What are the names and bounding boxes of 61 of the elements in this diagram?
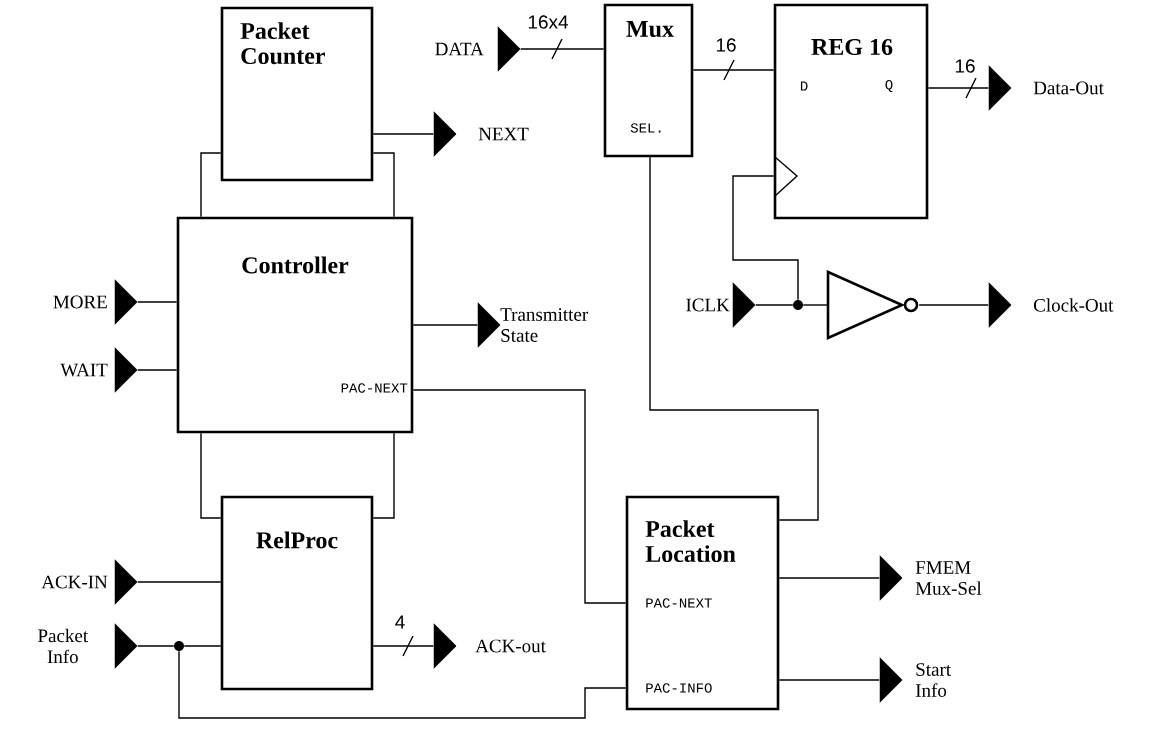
wire (137, 645, 175, 647)
wire (918, 304, 990, 306)
node-label: Start Info (915, 663, 951, 697)
wire (778, 679, 880, 681)
port-terminal: Transmitter State (477, 302, 589, 348)
port-terminal: NEXT (433, 111, 529, 157)
wire (372, 645, 434, 647)
wire (778, 577, 880, 579)
bus-width-label: 16x4 (528, 15, 569, 60)
block-box: Controller PAC-NEXT (176, 216, 414, 434)
node-label: ACK-IN (41, 575, 108, 589)
wire (372, 152, 395, 218)
wire (927, 87, 990, 89)
wire (692, 69, 775, 71)
wire (802, 304, 829, 306)
port-terminal: FMEM Mux-Sel (879, 555, 982, 601)
port-terminal: ACK-out (433, 623, 546, 669)
node-label: Clock-Out (1034, 298, 1114, 312)
node-label: Transmitter State (500, 308, 589, 342)
wire (412, 324, 478, 326)
wire (200, 432, 222, 519)
bus-width-label: 4 (395, 615, 414, 657)
wire (372, 432, 395, 519)
wire (520, 48, 605, 50)
node-label: Data-Out (1033, 81, 1104, 95)
wire (372, 133, 434, 135)
wire (649, 156, 819, 521)
wire (183, 645, 222, 647)
node-label: ICLK (686, 298, 730, 312)
wire (137, 581, 222, 583)
wire (200, 152, 222, 218)
port-terminal: WAIT (60, 347, 138, 393)
wire (178, 650, 627, 719)
block-box: RelProc (220, 495, 374, 691)
node-label: NEXT (478, 127, 529, 141)
port-terminal: ICLK (686, 282, 756, 328)
wire (412, 389, 627, 604)
wire (732, 175, 799, 301)
block-box: Mux SEL. (603, 3, 694, 158)
bus-width-label: 16 (955, 59, 977, 99)
port-terminal: DATA (435, 26, 521, 72)
block-box: REG 16 D Q (773, 3, 929, 220)
port-terminal: Clock-Out (988, 282, 1114, 328)
node-label: Packet Info (38, 628, 89, 664)
port-terminal: ACK-IN (41, 559, 138, 605)
wire (137, 369, 178, 371)
port-terminal: Start Info (879, 657, 951, 703)
node-label: DATA (435, 42, 484, 56)
block-box: Packet Counter (220, 6, 374, 182)
node-label: WAIT (60, 363, 108, 377)
node-label: MORE (53, 295, 107, 309)
wire (137, 301, 178, 303)
block-box: Packet Location PAC-NEXT PAC-INFO (625, 495, 780, 711)
port-terminal: Data-Out (988, 65, 1104, 111)
port-terminal: MORE (53, 279, 138, 325)
wire (755, 304, 794, 306)
bus-width-label: 16 (716, 38, 736, 81)
inverter-symbol (826, 270, 919, 340)
node-label: ACK-out (475, 639, 546, 653)
node-label: FMEM Mux-Sel (915, 561, 982, 595)
port-terminal: Packet Info (38, 623, 138, 669)
